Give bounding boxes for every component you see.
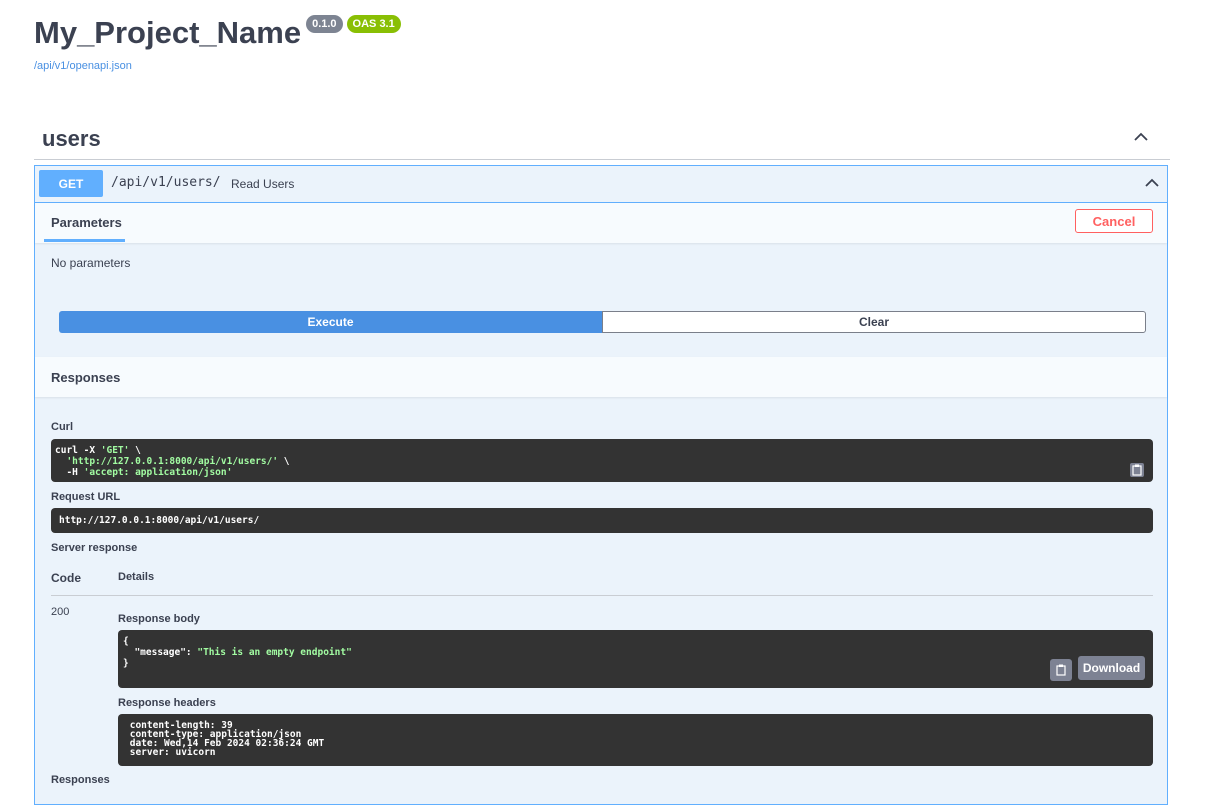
status-code: 200 [51,606,70,618]
responses-title: Responses [51,370,121,385]
no-parameters-text: No parameters [51,256,131,270]
table-divider [51,595,1153,596]
response-headers-code: content-length: 39 content-type: applica… [118,714,1153,766]
request-url-label: Request URL [51,491,121,503]
responses-header: Responses [35,357,1167,397]
operation-summary-text: Read Users [231,177,295,191]
code-column-header: Code [51,571,81,585]
tag-section-users[interactable]: users [34,122,1170,160]
download-button[interactable]: Download [1078,656,1145,680]
response-headers-label: Response headers [118,697,216,709]
chevron-up-icon[interactable] [1132,128,1150,146]
responses-section-label: Responses [51,774,110,786]
operation-get-users: GET /api/v1/users/ Read Users Parameters… [34,165,1168,805]
method-badge: GET [39,170,103,197]
copy-icon[interactable] [1129,462,1145,478]
server-response-label: Server response [51,542,138,554]
request-url-value: http://127.0.0.1:8000/api/v1/users/ [51,508,1153,533]
details-column-header: Details [118,571,155,583]
oas-badge: OAS 3.1 [346,15,401,33]
api-info-header: My_Project_Name 0.1.0 OAS 3.1 [34,14,401,52]
openapi-spec-link[interactable]: /api/v1/openapi.json [34,60,132,72]
api-title: My_Project_Name [34,15,302,50]
execute-controls: Execute Clear [59,311,1146,333]
execute-button[interactable]: Execute [59,311,602,333]
curl-code-block: curl -X 'GET' \ 'http://127.0.0.1:8000/a… [51,439,1153,482]
tag-name: users [42,126,101,151]
response-body-code: { "message": "This is an empty endpoint"… [118,630,1153,688]
cancel-button[interactable]: Cancel [1075,209,1153,233]
operation-summary[interactable]: GET /api/v1/users/ Read Users [35,166,1167,203]
tab-parameters[interactable]: Parameters [51,215,122,230]
operation-path: /api/v1/users/ [111,175,221,190]
response-body-label: Response body [118,613,200,625]
curl-label: Curl [51,421,73,433]
version-badge: 0.1.0 [306,15,343,33]
clear-button[interactable]: Clear [602,311,1146,333]
chevron-up-icon[interactable] [1143,174,1161,192]
tab-underline [44,239,125,242]
copy-icon[interactable] [1050,659,1072,681]
parameters-header: Parameters [35,203,1167,243]
